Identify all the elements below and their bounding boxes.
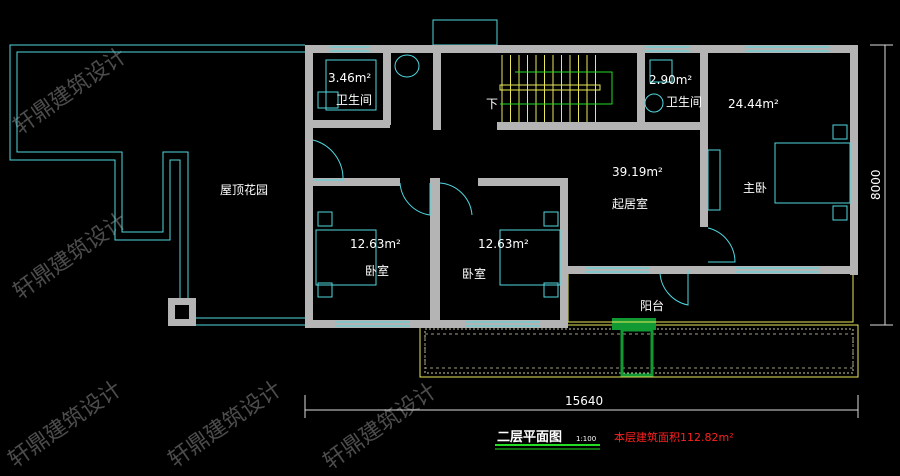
dimension-width-label: 15640 xyxy=(565,394,603,408)
doors xyxy=(312,139,736,306)
watermark: 轩鼎建筑设计 xyxy=(319,379,441,475)
planter xyxy=(419,318,859,378)
bed2-area: 12.63m² xyxy=(478,237,529,251)
windows xyxy=(330,46,830,327)
watermark: 轩鼎建筑设计 xyxy=(4,377,126,473)
balcony-rail xyxy=(567,269,854,323)
roof-garden-label: 屋顶花园 xyxy=(220,182,268,197)
plan-scale: 1:100 xyxy=(576,435,596,443)
bath-right-area: 2.90m² xyxy=(649,73,692,87)
staircase xyxy=(499,55,613,122)
stair-landing xyxy=(499,84,601,91)
watermark: 轩鼎建筑设计 xyxy=(164,377,286,473)
roof-garden-outline xyxy=(9,44,305,326)
master-label: 主卧 xyxy=(743,181,767,195)
stair-arrow xyxy=(500,71,613,105)
bath-left-area: 3.46m² xyxy=(328,71,371,85)
dimension-depth xyxy=(870,44,893,326)
watermark: 轩鼎建筑设计 xyxy=(9,209,131,305)
living-area: 39.19m² xyxy=(612,165,663,179)
bed1-label: 卧室 xyxy=(365,263,389,278)
walls xyxy=(305,45,858,328)
master-area: 24.44m² xyxy=(728,97,779,111)
bath-right-label: 卫生间 xyxy=(666,95,702,109)
bed2-label: 卧室 xyxy=(462,266,486,281)
furniture xyxy=(315,54,851,298)
bath-left-label: 卫生间 xyxy=(336,93,372,107)
roof-box xyxy=(432,19,498,46)
dimension-depth-label: 8000 xyxy=(869,169,883,200)
watermark: 轩鼎建筑设计 xyxy=(9,44,131,140)
area-note: 本层建筑面积112.82m² xyxy=(614,430,734,444)
dimension-width xyxy=(304,395,859,418)
living-label: 起居室 xyxy=(612,196,648,211)
plan-title: 二层平面图 xyxy=(497,430,562,445)
stair-down-label: 下 xyxy=(486,97,498,111)
bed1-area: 12.63m² xyxy=(350,237,401,251)
balcony-label: 阳台 xyxy=(640,298,664,313)
